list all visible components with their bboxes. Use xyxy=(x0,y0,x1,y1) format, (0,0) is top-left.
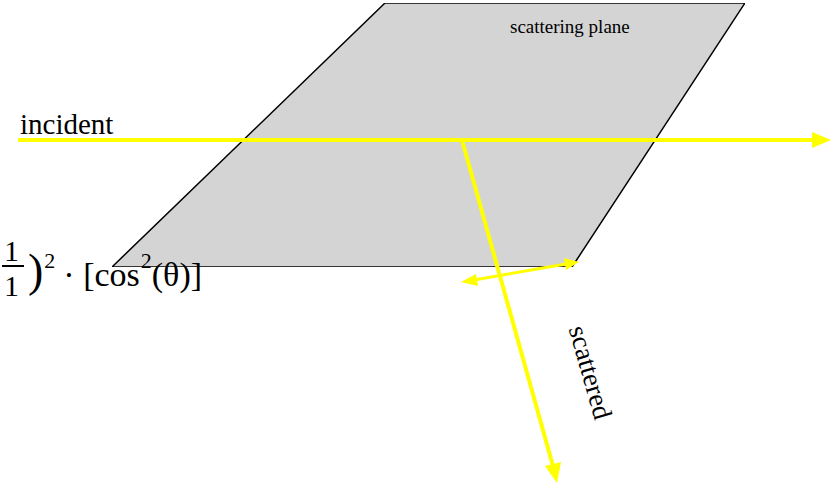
arrow-head xyxy=(812,132,831,148)
arrow-head xyxy=(545,462,561,483)
scattering-plane: scattering plane xyxy=(112,3,745,267)
formula-part: (θ)] xyxy=(152,258,202,292)
ray-label: incident xyxy=(20,110,113,139)
formula-part: · [cos xyxy=(63,258,139,292)
formula-digit: 1 xyxy=(4,236,19,266)
polarization-arrow xyxy=(474,264,566,280)
arrow-head xyxy=(461,274,478,286)
formula-part: ) xyxy=(28,248,43,294)
formula: )2· [cos2(θ)] xyxy=(28,248,202,294)
scattered-ray xyxy=(462,140,553,466)
plane-shape xyxy=(112,3,745,267)
arrow-head xyxy=(564,258,579,270)
plane-label: scattering plane xyxy=(510,17,630,36)
formula-digit: 1 xyxy=(4,271,19,301)
ray-label: scattered xyxy=(564,322,616,422)
plane-outline xyxy=(112,3,745,267)
formula-exponent: 2 xyxy=(141,250,152,272)
formula-exponent: 2 xyxy=(44,250,55,272)
incident-ray xyxy=(18,138,816,142)
